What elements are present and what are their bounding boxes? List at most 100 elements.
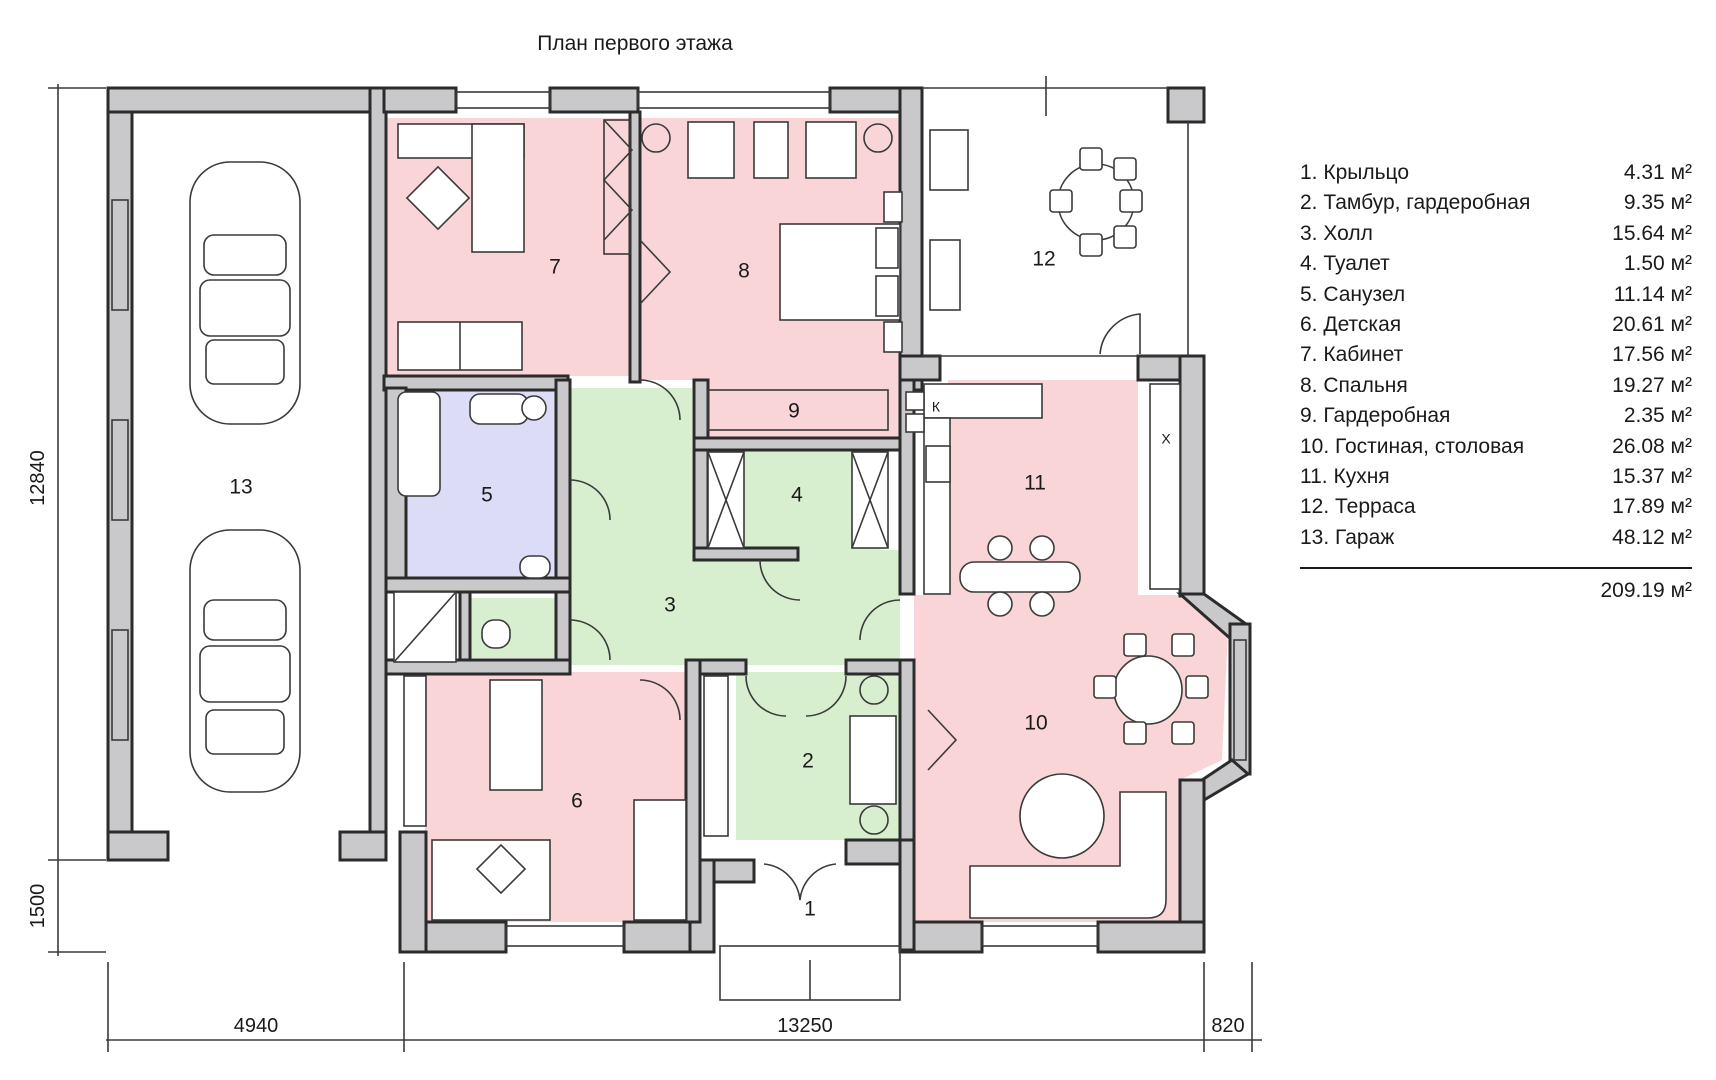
terrace-outline (922, 87, 1189, 357)
wall-kitchen-north-a (898, 354, 942, 382)
wardrobe-9 (707, 389, 889, 431)
kitchen-x-label: Х (1161, 431, 1171, 447)
legend-row: 4. Туалет 1.50 м² (1300, 249, 1692, 279)
wall-int-wc-south (692, 546, 800, 562)
porch-doors (719, 863, 901, 1001)
furniture-kitchen: К Х (905, 383, 1181, 617)
legend-area: 19.27 м² (1612, 373, 1692, 397)
dimension-lines: 12840 1500 4940 13250 820 (27, 84, 1262, 1052)
dim-width-garage: 4940 (234, 1015, 279, 1037)
dim-width-house: 13250 (777, 1015, 833, 1037)
room-label-12: 12 (1032, 248, 1055, 271)
legend-row: 3. Холл 15.64 м² (1300, 219, 1692, 249)
wall-int-tambour-east (898, 658, 916, 842)
wall-porch-west-top (712, 858, 756, 884)
wall-int-wardrobe-south (692, 436, 902, 452)
legend-name: 8. Спальня (1300, 373, 1408, 397)
legend-name: 1. Крыльцо (1300, 161, 1410, 184)
wall-bay-2 (1228, 622, 1252, 776)
room-label-6: 6 (571, 790, 583, 813)
room-label-4: 4 (791, 484, 803, 507)
plan-title: План первого этажа (537, 32, 733, 55)
room-label-5: 5 (481, 484, 493, 507)
legend-area: 15.64 м² (1612, 221, 1692, 245)
legend-name: 7. Кабинет (1300, 343, 1404, 367)
wall-garage-east (368, 86, 388, 834)
legend-name: 5. Санузел (1300, 282, 1406, 306)
wall-int-hall-south-b (844, 658, 904, 676)
dim-width-extra: 820 (1211, 1015, 1244, 1037)
window-garage-1 (111, 199, 129, 311)
window-garage-2 (111, 419, 129, 521)
room-numbers: 13 7 8 12 9 5 4 3 11 6 2 10 1 (229, 248, 1055, 921)
furniture-cabinet (397, 119, 634, 371)
wall-south-2 (1096, 920, 1206, 954)
furniture-tambour (703, 675, 897, 837)
kitchen-k-label: К (932, 399, 941, 415)
legend-row: 13. Гараж 48.12 м² (1300, 523, 1692, 553)
furniture-bedroom (639, 121, 903, 353)
room-label-8: 8 (738, 260, 750, 283)
wall-garage-south-left (106, 830, 170, 862)
wall-garage-south-right (338, 830, 388, 862)
legend-name: 12. Терраса (1300, 495, 1416, 519)
area-legend: 1. Крыльцо 4.31 м² 2. Тамбур, гардеробная… (1300, 158, 1692, 603)
wall-int-bath-east (554, 378, 572, 672)
legend-name: 3. Холл (1300, 221, 1373, 245)
furniture-terrace (929, 76, 1143, 355)
wall-int-7-5 (382, 374, 570, 392)
wall-int-child-east (684, 658, 702, 924)
wall-porch-east (898, 838, 916, 952)
room-label-1: 1 (804, 898, 816, 921)
dim-height-total: 12840 (27, 450, 49, 506)
window-south-child (505, 925, 625, 947)
room-label-2: 2 (802, 750, 814, 773)
legend-row: 1. Крыльцо 4.31 м² (1300, 158, 1692, 188)
legend-area: 48.12 м² (1612, 525, 1692, 549)
wall-north-2 (548, 86, 640, 114)
legend-area: 17.56 м² (1612, 343, 1692, 367)
car-2 (189, 529, 301, 793)
window-north-2 (637, 91, 831, 109)
legend-name: 6. Детская (1300, 312, 1402, 336)
legend-area: 1.50 м² (1623, 252, 1692, 276)
legend-name: 13. Гараж (1300, 525, 1395, 549)
wall-int-7-8 (628, 110, 642, 384)
window-garage-3 (111, 629, 129, 741)
terrace-post (1166, 86, 1206, 124)
furniture-living (927, 633, 1209, 919)
legend-row: 6. Детская 20.61 м² (1300, 310, 1692, 340)
windows (111, 87, 1247, 947)
legend-divider (1300, 567, 1692, 570)
car-1 (189, 161, 301, 425)
legend-name: 11. Кухня (1300, 464, 1390, 488)
room-label-13: 13 (229, 476, 252, 499)
wall-child-west (398, 830, 428, 954)
room-fill-1 (754, 840, 846, 936)
legend-area: 4.31 м² (1623, 161, 1692, 184)
legend-name: 4. Туалет (1300, 252, 1390, 276)
wall-bedroom-east (898, 86, 924, 392)
legend-area: 20.61 м² (1612, 312, 1692, 336)
room-label-3: 3 (664, 594, 676, 617)
room-fill-12 (922, 88, 1192, 358)
wall-int-wc (458, 590, 472, 664)
legend-row: 8. Спальня 19.27 м² (1300, 371, 1692, 401)
legend-name: 2. Тамбур, гардеробная (1300, 191, 1531, 215)
legend-area: 26.08 м² (1612, 434, 1692, 458)
room-label-11: 11 (1024, 472, 1046, 495)
window-north-1 (455, 91, 551, 109)
window-bay (1233, 639, 1247, 761)
legend-name: 9. Гардеробная (1300, 404, 1451, 428)
furniture-wc (707, 451, 889, 549)
doors-hall (569, 379, 901, 717)
legend-total: 209.19 м² (1600, 579, 1693, 603)
wall-garage-north (106, 86, 386, 114)
wall-int-wardrobe-west (692, 378, 710, 552)
room-label-7: 7 (549, 256, 561, 279)
legend-area: 2.35 м² (1623, 404, 1692, 428)
